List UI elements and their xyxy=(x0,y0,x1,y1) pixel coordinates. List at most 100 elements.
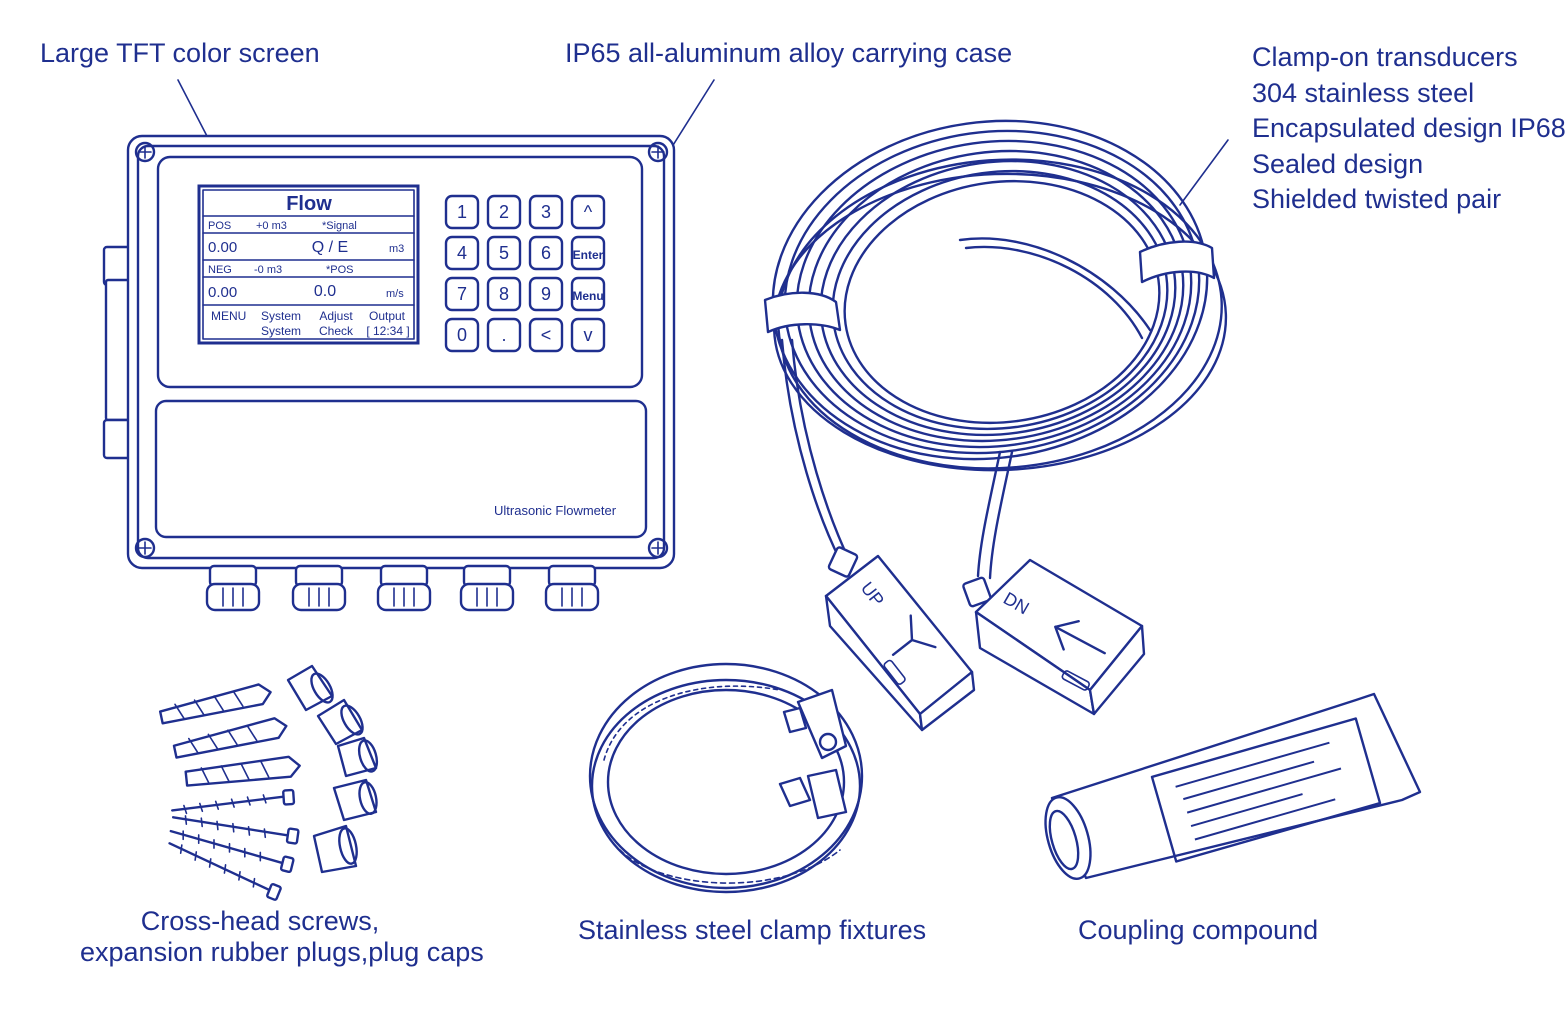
display-value-1: 0.00 xyxy=(208,239,237,256)
key-label: 0 xyxy=(457,325,467,345)
cable-gland-icon xyxy=(544,564,600,612)
key-label: < xyxy=(541,325,552,345)
key-3-button[interactable]: 3 xyxy=(528,194,564,230)
cable-gland-icon xyxy=(459,564,515,612)
key-frame xyxy=(486,276,522,312)
key-9-button[interactable]: 9 xyxy=(528,276,564,312)
key-frame xyxy=(486,235,522,271)
key-2-button[interactable]: 2 xyxy=(486,194,522,230)
screw-icon xyxy=(134,141,156,163)
display-footer-2b: Check xyxy=(319,324,354,338)
key-dot-button[interactable]: . xyxy=(486,317,522,353)
key-label: Enter xyxy=(573,248,604,262)
screw-icon xyxy=(134,537,156,559)
key-label: 4 xyxy=(457,243,467,263)
key-4-button[interactable]: 4 xyxy=(444,235,480,271)
screw-icon xyxy=(169,829,295,874)
key-5-button[interactable]: 5 xyxy=(486,235,522,271)
display-title: Flow xyxy=(286,193,332,215)
label-transducers: Clamp-on transducers 304 stainless steel… xyxy=(1252,40,1566,218)
key-frame xyxy=(528,235,564,271)
display-footer-3b: [ 12:34 ] xyxy=(366,324,409,338)
label-case: IP65 all-aluminum alloy carrying case xyxy=(565,38,1013,68)
screws-line: Cross-head screws, xyxy=(140,906,380,936)
key-frame xyxy=(444,276,480,312)
display-mode-2: 0.0 xyxy=(314,283,336,300)
transducer-spec-line: Shielded twisted pair xyxy=(1252,184,1502,214)
anchor-plug-icon xyxy=(172,717,288,759)
display-neg-label: NEG xyxy=(208,264,232,276)
key-frame xyxy=(486,317,522,353)
key-label: ^ xyxy=(584,202,593,222)
plug-cap-icon xyxy=(316,698,364,746)
key-7-button[interactable]: 7 xyxy=(444,276,480,312)
hardware-kit xyxy=(158,664,379,901)
key-1-button[interactable]: 1 xyxy=(444,194,480,230)
key-label: 9 xyxy=(541,284,551,304)
cable-coil xyxy=(763,119,1228,580)
anchor-plug-icon xyxy=(184,755,301,787)
cable-gland-icon xyxy=(376,564,432,612)
screw-icon xyxy=(647,537,669,559)
display-footer-1b: System xyxy=(261,324,301,338)
key-menu-button[interactable]: Menu xyxy=(570,276,606,312)
display-footer-3a: Output xyxy=(369,309,406,323)
key-label: Menu xyxy=(572,289,603,303)
display-mode-1: Q / E xyxy=(312,239,348,256)
cable-gland-icon xyxy=(205,564,261,612)
display-pos-flag: *POS xyxy=(326,264,354,276)
clamp-fixture xyxy=(588,662,864,894)
key-label: v xyxy=(584,325,593,345)
cable-glands xyxy=(205,564,600,612)
key-up-button[interactable]: ^ xyxy=(570,194,606,230)
cable-gland-icon xyxy=(291,564,347,612)
label-compound: Coupling compound xyxy=(1078,915,1319,945)
key-frame xyxy=(528,317,564,353)
plug-cap-icon xyxy=(332,778,378,822)
plug-cap-icon xyxy=(312,824,358,874)
label-screen: Large TFT color screen xyxy=(40,38,320,68)
display-signal: *Signal xyxy=(322,220,357,232)
key-label: 1 xyxy=(457,202,467,222)
screw-icon xyxy=(171,788,296,815)
key-left-button[interactable]: < xyxy=(528,317,564,353)
y-arrow-icon xyxy=(891,614,937,656)
display-footer-1a: System xyxy=(261,309,301,323)
anchor-plug-icon xyxy=(158,683,272,725)
left-arrow-icon xyxy=(1054,619,1106,655)
key-frame xyxy=(570,194,606,230)
plug-cap-icon xyxy=(286,664,334,712)
key-frame xyxy=(570,235,606,271)
display-unit-1: m3 xyxy=(389,243,404,255)
display-pos-label: POS xyxy=(208,220,231,232)
transducer-dn: DN xyxy=(962,558,1146,716)
display-value-2: 0.00 xyxy=(208,284,237,301)
key-frame xyxy=(444,194,480,230)
screw-icon xyxy=(168,842,282,901)
key-label: 2 xyxy=(499,202,509,222)
display-neg-total: -0 m3 xyxy=(254,264,282,276)
screw-icon xyxy=(171,815,300,845)
key-0-button[interactable]: 0 xyxy=(444,317,480,353)
key-8-button[interactable]: 8 xyxy=(486,276,522,312)
label-screws: Cross-head screws, expansion rubber plug… xyxy=(80,906,484,968)
tft-display: Flow POS +0 m3 *Signal 0.00 Q / E m3 NEG… xyxy=(197,184,420,345)
key-frame xyxy=(444,235,480,271)
key-label: 3 xyxy=(541,202,551,222)
key-6-button[interactable]: 6 xyxy=(528,235,564,271)
transducer-spec-line: 304 stainless steel xyxy=(1252,77,1475,108)
key-enter-button[interactable]: Enter xyxy=(570,235,606,271)
display-unit-2: m/s xyxy=(386,288,404,300)
key-label: 7 xyxy=(457,284,467,304)
display-footer-2a: Adjust xyxy=(319,309,353,323)
plug-cap-icon xyxy=(336,736,379,778)
key-frame xyxy=(570,317,606,353)
key-frame xyxy=(444,317,480,353)
key-down-button[interactable]: v xyxy=(570,317,606,353)
label-clamp: Stainless steel clamp fixtures xyxy=(578,915,927,945)
transducer-spec-line: Clamp-on transducers xyxy=(1252,42,1518,72)
key-frame xyxy=(528,276,564,312)
display-pos-total: +0 m3 xyxy=(256,220,287,232)
key-frame xyxy=(528,194,564,230)
